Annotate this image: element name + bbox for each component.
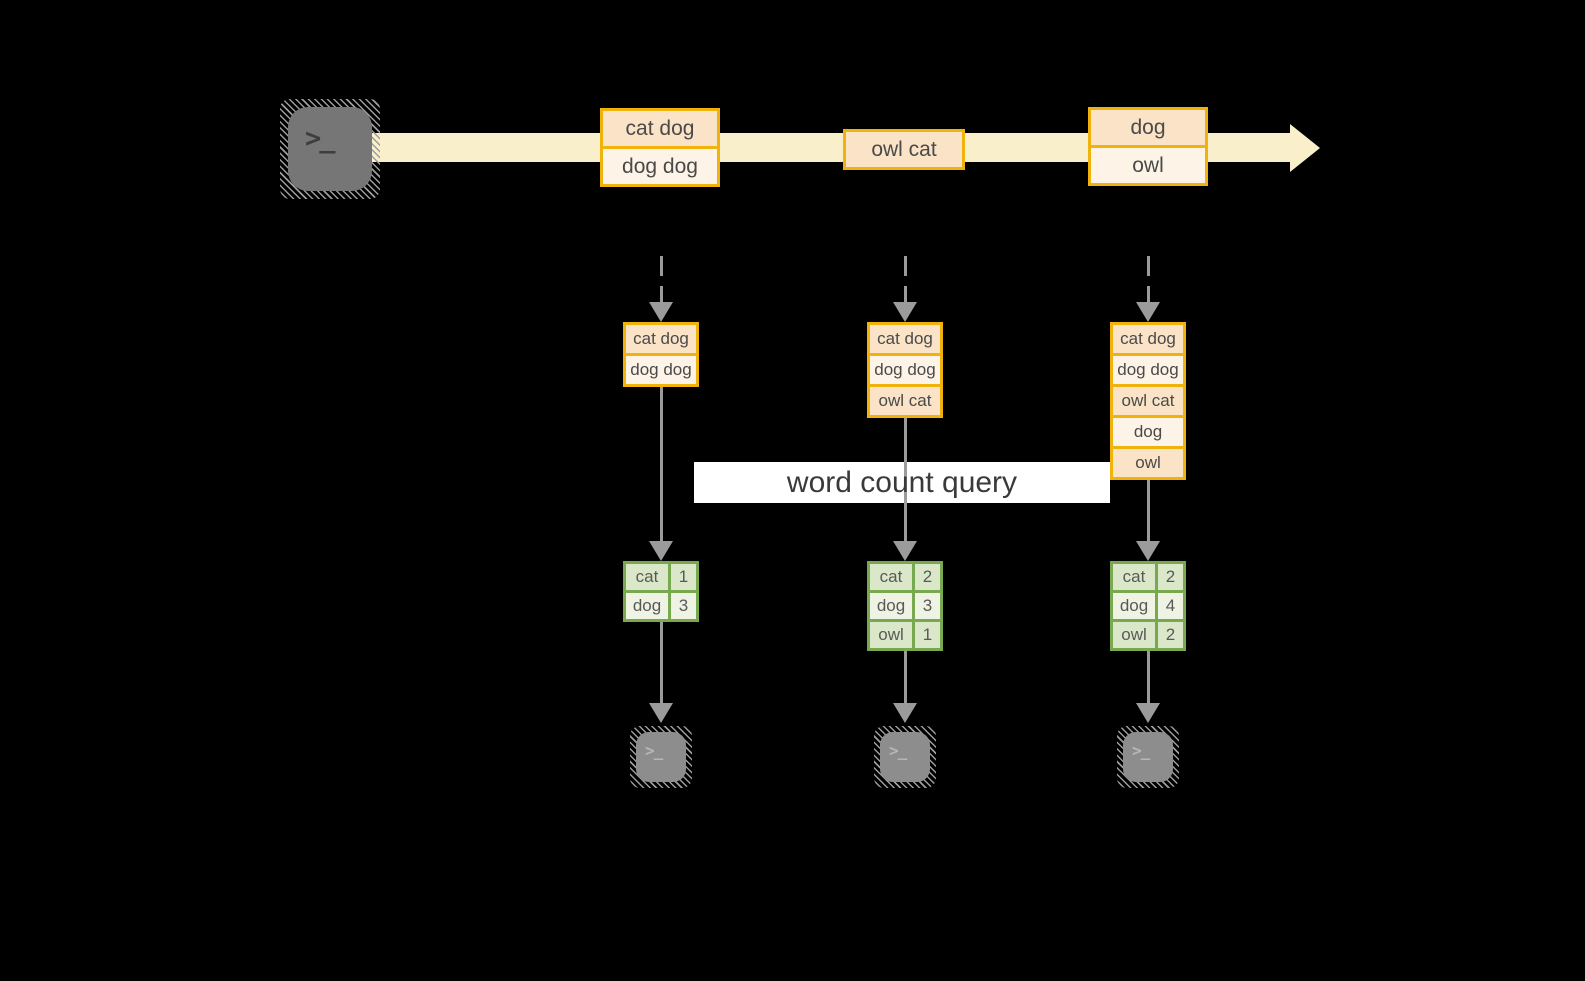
- batch-row-label: dog: [1130, 115, 1166, 139]
- stream-to-buffer-dashed-arrow: [903, 256, 907, 302]
- word-cell: cat: [870, 564, 912, 590]
- buffer-row-label: cat dog: [877, 329, 933, 348]
- arrowhead-icon: [893, 302, 917, 322]
- stream-batch-row: owl cat: [846, 132, 962, 167]
- terminal-body: >_: [636, 732, 686, 782]
- result-arrow: [1146, 651, 1150, 703]
- batch-row-label: owl: [1132, 153, 1164, 177]
- stream-batch: cat dog dog dog: [600, 108, 720, 187]
- count-cell: 3: [668, 593, 696, 619]
- stream-batch-row: dog: [1091, 110, 1205, 145]
- result-arrow: [903, 651, 907, 703]
- stream-batch-row: owl: [1091, 145, 1205, 183]
- count-cell: 3: [912, 593, 940, 619]
- buffer-row-label: owl cat: [1121, 391, 1175, 410]
- buffer-row-label: owl cat: [878, 391, 932, 410]
- output-terminal-icon: >_: [630, 726, 692, 788]
- word-cell: dog: [626, 593, 668, 619]
- word-cell: dog: [870, 593, 912, 619]
- count-cell: 1: [912, 622, 940, 648]
- query-arrow: [659, 387, 663, 541]
- word-cell: dog: [1113, 593, 1155, 619]
- buffer-row-label: cat dog: [633, 329, 689, 348]
- buffer-row-label: dog dog: [630, 360, 692, 379]
- batch-row-label: cat dog: [625, 116, 695, 140]
- batch-row-label: dog dog: [622, 154, 698, 178]
- arrowhead-icon: [649, 703, 673, 723]
- terminal-body: >_: [1123, 732, 1173, 782]
- buffer-row: owl cat: [1113, 384, 1183, 415]
- input-buffer-box: cat dog dog dog: [623, 322, 699, 387]
- count-cell: 2: [1155, 564, 1183, 590]
- buffer-row-label: dog dog: [1117, 360, 1179, 379]
- input-buffer-box: cat dog dog dog owl cat: [867, 322, 943, 418]
- stream-arrowhead-icon: [1290, 124, 1320, 172]
- count-cell: 2: [1155, 622, 1183, 648]
- word-cell: cat: [626, 564, 668, 590]
- stream-to-buffer-dashed-arrow: [659, 256, 663, 302]
- buffer-row: owl cat: [870, 384, 940, 415]
- buffer-row-label: owl: [1135, 453, 1161, 472]
- stream-batch: dog owl: [1088, 107, 1208, 186]
- buffer-row: dog dog: [870, 353, 940, 384]
- input-buffer-box: cat dog dog dog owl cat dog owl: [1110, 322, 1186, 480]
- buffer-row: dog: [1113, 415, 1183, 446]
- output-terminal-icon: >_: [1117, 726, 1179, 788]
- buffer-row: owl: [1113, 446, 1183, 477]
- buffer-row: cat dog: [626, 325, 696, 353]
- terminal-prompt-icon: >_: [889, 741, 907, 760]
- stream-batch-row: cat dog: [603, 111, 717, 146]
- arrowhead-icon: [649, 302, 673, 322]
- arrowhead-icon: [1136, 703, 1160, 723]
- count-cell: 4: [1155, 593, 1183, 619]
- query-arrow: [903, 418, 907, 541]
- result-arrow: [659, 622, 663, 703]
- stream-batch: owl cat: [843, 129, 965, 170]
- buffer-row-label: dog dog: [874, 360, 936, 379]
- stream-batch-row: dog dog: [603, 146, 717, 184]
- arrowhead-icon: [893, 703, 917, 723]
- count-cell: 2: [912, 564, 940, 590]
- terminal-body: >_: [288, 107, 372, 191]
- stream-to-buffer-dashed-arrow: [1146, 256, 1150, 302]
- buffer-row: dog dog: [1113, 353, 1183, 384]
- arrowhead-icon: [1136, 541, 1160, 561]
- word-count-query-box: [694, 462, 1110, 503]
- output-terminal-icon: >_: [874, 726, 936, 788]
- terminal-prompt-icon: >_: [645, 741, 663, 760]
- word-count-query-label: word count query: [786, 465, 1018, 499]
- source-terminal-icon: >_: [280, 99, 380, 199]
- word-cell: owl: [1113, 622, 1155, 648]
- buffer-row: cat dog: [1113, 325, 1183, 353]
- word-cell: cat: [1113, 564, 1155, 590]
- buffer-row: cat dog: [870, 325, 940, 353]
- terminal-prompt-icon: >_: [1132, 741, 1150, 760]
- arrowhead-icon: [649, 541, 673, 561]
- buffer-row-label: dog: [1133, 422, 1163, 441]
- terminal-body: >_: [880, 732, 930, 782]
- terminal-prompt-icon: >_: [305, 123, 335, 154]
- batch-row-label: owl cat: [871, 137, 937, 161]
- arrowhead-icon: [1136, 302, 1160, 322]
- word-cell: owl: [870, 622, 912, 648]
- buffer-row-label: cat dog: [1120, 329, 1176, 348]
- buffer-row: dog dog: [626, 353, 696, 384]
- count-cell: 1: [668, 564, 696, 590]
- arrowhead-icon: [893, 541, 917, 561]
- query-arrow: [1146, 480, 1150, 541]
